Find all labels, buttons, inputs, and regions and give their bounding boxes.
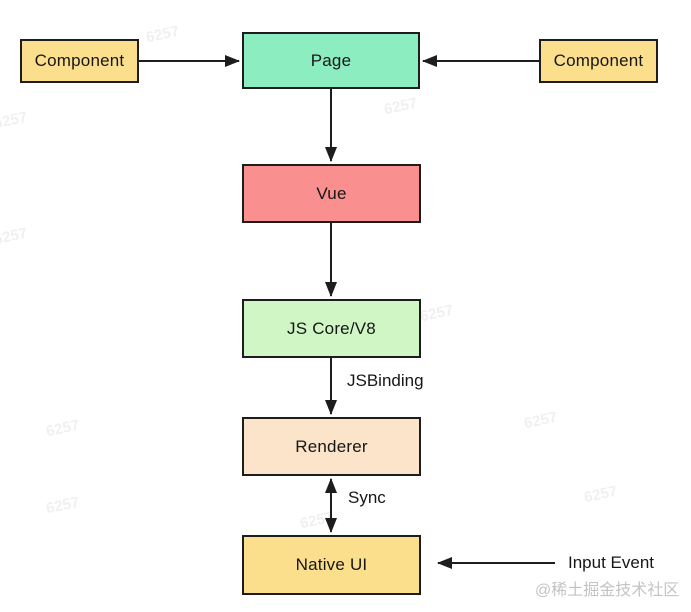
node-component-right: Component xyxy=(539,39,658,83)
node-renderer: Renderer xyxy=(242,417,421,476)
edge-label-sync: Sync xyxy=(348,488,386,507)
edge-label-jsbinding: JSBinding xyxy=(347,371,424,390)
node-label: Native UI xyxy=(295,555,368,574)
node-page: Page xyxy=(242,32,420,89)
node-label: Component xyxy=(553,51,644,70)
node-native-ui: Native UI xyxy=(242,535,421,595)
node-label: Vue xyxy=(316,183,347,203)
node-label: Renderer xyxy=(295,436,368,456)
node-component-left: Component xyxy=(20,39,139,83)
community-credit-watermark: @稀土掘金技术社区 xyxy=(535,582,680,599)
node-label: Component xyxy=(34,51,125,70)
node-js-core: JS Core/V8 xyxy=(242,299,421,358)
node-label: Page xyxy=(310,50,352,70)
node-label: JS Core/V8 xyxy=(287,318,376,338)
node-vue: Vue xyxy=(242,164,421,223)
edge-label-input-event: Input Event xyxy=(568,553,655,572)
